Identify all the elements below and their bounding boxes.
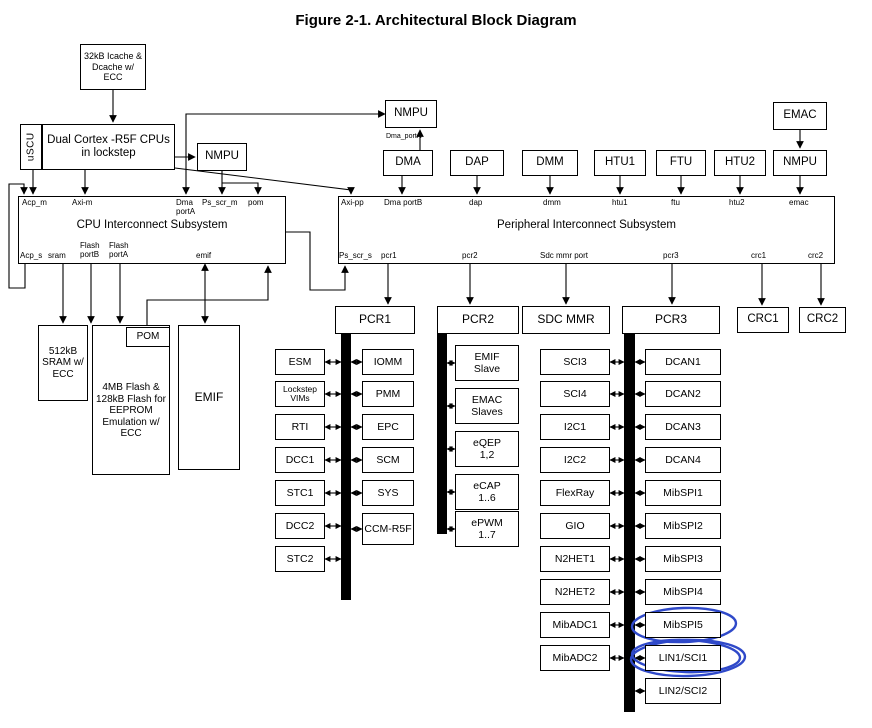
peripheral-interconnect-title: Peripheral Interconnect Subsystem [497, 219, 676, 232]
block-htu1: HTU1 [594, 150, 646, 176]
port-htu2: htu2 [729, 198, 745, 207]
module-sci4: SCI4 [540, 381, 610, 407]
module-stc2: STC2 [275, 546, 325, 572]
port-axi-pp: Axi-pp [341, 198, 364, 207]
port-dap: dap [469, 198, 483, 207]
block-pcr3: PCR3 [622, 306, 720, 334]
module-mibspi5: MibSPI5 [645, 612, 721, 638]
module-lin1-sci1: LIN1/SCI1 [645, 645, 721, 671]
module-lockstep-vims: Lockstep VIMs [275, 381, 325, 407]
block-nmpu-cpu: NMPU [197, 143, 247, 171]
module-scm: SCM [362, 447, 414, 473]
module-mibadc2: MibADC2 [540, 645, 610, 671]
port-flash-portb: Flash portB [80, 241, 100, 259]
module-pmm: PMM [362, 381, 414, 407]
port-dma-portb: Dma portB [384, 198, 423, 207]
module-mibspi1: MibSPI1 [645, 480, 721, 506]
port-dma-porta: Dma portA [176, 198, 196, 216]
port-pcr3: pcr3 [663, 251, 679, 260]
block-dual-cortex-r5f: Dual Cortex -R5F CPUs in lockstep [42, 124, 175, 170]
port-ftu: ftu [671, 198, 680, 207]
block-crc2: CRC2 [799, 307, 846, 333]
module-dcan2: DCAN2 [645, 381, 721, 407]
figure-title: Figure 2-1. Architectural Block Diagram [295, 12, 577, 29]
block-uscu: uSCU [20, 124, 42, 170]
pcr3-bus-bar [624, 334, 635, 712]
block-sram: 512kB SRAM w/ ECC [38, 325, 88, 401]
port-ps-scr-m: Ps_scr_m [202, 198, 238, 207]
pcr2-bus-bar [437, 334, 447, 534]
port-acp-s: Acp_s [20, 251, 43, 260]
module-mibadc1: MibADC1 [540, 612, 610, 638]
block-dmm: DMM [522, 150, 578, 176]
block-sdc-mmr: SDC MMR [522, 306, 610, 334]
port-crc1: crc1 [751, 251, 767, 260]
module-n2het1: N2HET1 [540, 546, 610, 572]
block-pcr2: PCR2 [437, 306, 519, 334]
block-emif: EMIF [178, 325, 240, 470]
block-flash: 4MB Flash & 128kB Flash for EEPROM Emula… [92, 325, 170, 475]
module-mibspi2: MibSPI2 [645, 513, 721, 539]
cpu-interconnect-title: CPU Interconnect Subsystem [76, 219, 228, 232]
module-dcan4: DCAN4 [645, 447, 721, 473]
port-pcr2: pcr2 [462, 251, 478, 260]
block-icache-dcache: 32kB Icache & Dcache w/ ECC [80, 44, 146, 90]
module-mibspi4: MibSPI4 [645, 579, 721, 605]
port-crc2: crc2 [808, 251, 824, 260]
block-nmpu-dma: NMPU [385, 100, 437, 128]
block-pom: POM [126, 327, 170, 347]
cpu-interconnect-subsystem: CPU Interconnect Subsystem [18, 196, 286, 264]
port-emac: emac [789, 198, 809, 207]
module-dcan1: DCAN1 [645, 349, 721, 375]
module-i2c2: I2C2 [540, 447, 610, 473]
module-rti: RTI [275, 414, 325, 440]
block-dma: DMA [383, 150, 433, 176]
module-iomm: IOMM [362, 349, 414, 375]
block-nmpu-emac: NMPU [773, 150, 827, 176]
port-flash-porta: Flash portA [109, 241, 129, 259]
module-lin2-sci2: LIN2/SCI2 [645, 678, 721, 704]
module-i2c1: I2C1 [540, 414, 610, 440]
module-eqep-1-2: eQEP 1,2 [455, 431, 519, 467]
peripheral-interconnect-subsystem: Peripheral Interconnect Subsystem [338, 196, 835, 264]
module-mibspi3: MibSPI3 [645, 546, 721, 572]
module-epwm-1-7: ePWM 1..7 [455, 511, 519, 547]
module-ecap-1-6: eCAP 1..6 [455, 474, 519, 510]
module-n2het2: N2HET2 [540, 579, 610, 605]
uscu-label: uSCU [25, 132, 37, 162]
module-sys: SYS [362, 480, 414, 506]
module-ccm-r5f: CCM-R5F [362, 513, 414, 545]
port-htu1: htu1 [612, 198, 628, 207]
port-acp-m: Acp_m [22, 198, 47, 207]
port-axi-m: Axi-m [72, 198, 93, 207]
module-sci3: SCI3 [540, 349, 610, 375]
port-dma-porta-label: Dma_portA [386, 133, 422, 140]
module-esm: ESM [275, 349, 325, 375]
port-pcr1: pcr1 [381, 251, 397, 260]
port-emif: emif [196, 251, 212, 260]
module-stc1: STC1 [275, 480, 325, 506]
port-sdc-mmr-port: Sdc mmr port [540, 251, 589, 260]
block-pcr1: PCR1 [335, 306, 415, 334]
block-crc1: CRC1 [737, 307, 789, 333]
block-htu2: HTU2 [714, 150, 766, 176]
module-gio: GIO [540, 513, 610, 539]
module-emif-slave: EMIF Slave [455, 345, 519, 381]
block-emac: EMAC [773, 102, 827, 130]
module-epc: EPC [362, 414, 414, 440]
module-emac-slaves: EMAC Slaves [455, 388, 519, 424]
port-sram: sram [48, 251, 66, 260]
module-dcan3: DCAN3 [645, 414, 721, 440]
module-flexray: FlexRay [540, 480, 610, 506]
module-dcc1: DCC1 [275, 447, 325, 473]
port-ps-scr-s: Ps_scr_s [339, 251, 372, 260]
block-ftu: FTU [656, 150, 706, 176]
block-dap: DAP [450, 150, 504, 176]
port-dmm: dmm [543, 198, 561, 207]
module-dcc2: DCC2 [275, 513, 325, 539]
pcr1-bus-bar [341, 334, 351, 600]
port-pom: pom [248, 198, 264, 207]
